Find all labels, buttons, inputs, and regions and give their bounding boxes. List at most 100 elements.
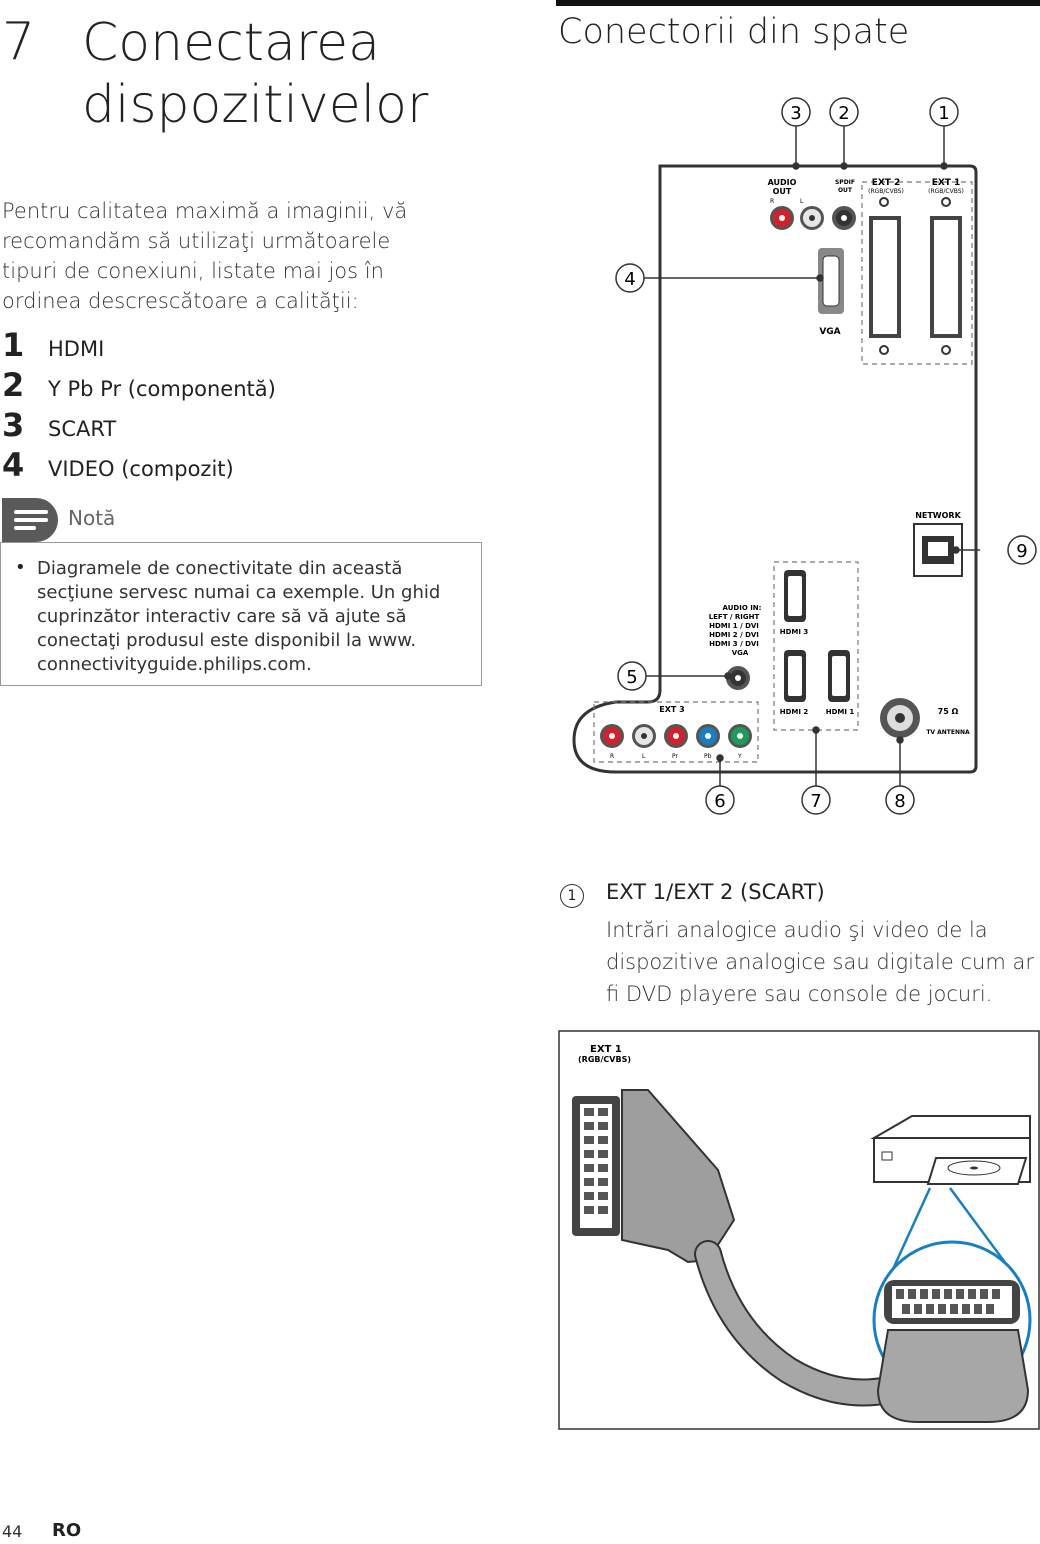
callout-6-label: 6 (714, 791, 725, 812)
item-description: Intrări analogice audio şi video de la d… (606, 918, 1034, 1006)
hdmi2-port (784, 650, 806, 702)
scart-group (861, 181, 973, 365)
item-marker: 1 (560, 884, 584, 908)
audio-in-label-1: AUDIO IN: (723, 604, 762, 612)
audio-l-label: L (800, 198, 804, 205)
callout-8-label: 8 (894, 791, 905, 812)
callout-4: 4 (615, 263, 645, 293)
hdmi1-port (828, 650, 850, 702)
rear-connectors-diagram: AUDIO OUT R L SPDIF OUT VGA EXT 2 (RGB/C… (572, 97, 1037, 815)
callout-7-label: 7 (810, 791, 821, 812)
ext3-r-label: R (610, 753, 614, 760)
note-icon (2, 498, 58, 542)
list-item: 3 SCART (2, 406, 462, 446)
chapter-number: 7 (2, 12, 37, 72)
list-label: VIDEO (compozit) (48, 457, 234, 481)
callout-3: 3 (781, 97, 811, 127)
callout-9: 9 (1007, 535, 1037, 565)
list-number: 2 (2, 366, 25, 404)
note-box: • Diagramele de conectivitate din aceast… (0, 542, 482, 686)
ext3-pr-jack (664, 724, 688, 748)
note-label: Notă (68, 506, 116, 530)
dvd-player (870, 1115, 1031, 1185)
callout-5: 5 (617, 661, 647, 691)
spdif-jack (832, 206, 856, 230)
hdmi3-port (784, 570, 806, 622)
hdmi1-label: HDMI 1 (826, 708, 855, 716)
tv-scart-socket (572, 1096, 620, 1236)
audio-in-jack (726, 666, 750, 690)
callout-1: 1 (929, 97, 959, 127)
antenna-port (880, 698, 920, 738)
ext3-l-jack (632, 724, 656, 748)
network-label: NETWORK (915, 511, 961, 520)
component-group (593, 701, 759, 763)
scart-connection-illustration: EXT 1 (RGB/CVBS) (558, 1030, 1040, 1430)
hdmi2-label: HDMI 2 (780, 708, 809, 716)
ext2-label: EXT 2 (872, 178, 901, 188)
callout-2-label: 2 (838, 103, 849, 124)
list-item: 2 Y Pb Pr (componentă) (2, 366, 462, 406)
list-number: 3 (2, 406, 25, 444)
ext1-scart-port (930, 197, 962, 355)
ext3-y-label: Y (737, 753, 742, 760)
vga-port (818, 248, 844, 314)
callout-2: 2 (829, 97, 859, 127)
note-header: Notă (2, 498, 482, 542)
intro-paragraph: Pentru calitatea maximă a imaginii, vă r… (2, 199, 408, 313)
audio-in-label-5: HDMI 3 / DVI (709, 640, 759, 648)
section-title: Conectorii din spate (558, 12, 910, 52)
callout-4-label: 4 (624, 269, 635, 290)
ext3-pb-jack (696, 724, 720, 748)
ext1-label: EXT 1 (932, 178, 961, 188)
callout-5-label: 5 (626, 667, 637, 688)
audio-in-label-2: LEFT / RIGHT (709, 613, 760, 621)
ext3-r-jack (600, 724, 624, 748)
ext3-y-jack (728, 724, 752, 748)
audio-r-label: R (770, 198, 774, 205)
ext2-scart-port (869, 197, 901, 355)
callout-9-label: 9 (1016, 541, 1027, 562)
callout-leaders (644, 126, 980, 786)
callout-7: 7 (801, 785, 831, 815)
ext2-sub-label: (RGB/CVBS) (868, 188, 904, 195)
audio-out-label-2: OUT (773, 187, 792, 196)
ext1-sub-label: (RGB/CVBS) (928, 188, 964, 195)
page-number: 44 (2, 1522, 23, 1541)
list-item: 4 VIDEO (compozit) (2, 446, 462, 486)
note-text: Diagramele de conectivitate din această … (37, 558, 441, 675)
chapter-title: Conectarea dispozitivelor (82, 13, 429, 135)
spdif-label: SPDIF (835, 179, 855, 186)
list-item: 1 HDMI (2, 326, 462, 366)
list-number: 4 (2, 446, 25, 484)
antenna-label: TV ANTENNA (926, 729, 970, 736)
list-label: HDMI (48, 337, 105, 361)
illustration-ext1-label: EXT 1 (590, 1044, 622, 1055)
callout-1-label: 1 (938, 103, 949, 124)
language-code: RO (52, 1520, 82, 1541)
audio-in-label-4: HDMI 2 / DVI (709, 631, 759, 639)
list-label: SCART (48, 417, 117, 441)
ext3-pr-label: Pr (672, 753, 679, 760)
callout-3-label: 3 (790, 103, 801, 124)
hdmi3-label: HDMI 3 (780, 628, 809, 636)
item-title: EXT 1/EXT 2 (SCART) (606, 880, 825, 904)
audio-out-label: AUDIO (768, 178, 797, 187)
ext3-l-label: L (642, 753, 646, 760)
vga-label: VGA (819, 327, 840, 337)
audio-out-r-jack (770, 206, 794, 230)
callout-8: 8 (885, 785, 915, 815)
audio-out-l-jack (800, 206, 824, 230)
spdif-out-label: OUT (838, 187, 853, 194)
ext3-label: EXT 3 (659, 705, 684, 714)
ext3-pb-label: Pb (704, 753, 712, 760)
quality-list: 1 HDMI 2 Y Pb Pr (componentă) 3 SCART 4 VIDE… (2, 326, 462, 486)
note-bullet: • (15, 557, 26, 578)
list-number: 1 (2, 326, 25, 364)
audio-in-label-3: HDMI 1 / DVI (709, 622, 759, 630)
illustration-ext1-sub: (RGB/CVBS) (578, 1055, 631, 1064)
audio-in-label-6: VGA (732, 649, 749, 657)
list-label: Y Pb Pr (componentă) (48, 377, 276, 401)
antenna-ohm-label: 75 Ω (938, 707, 959, 716)
cable (696, 1242, 900, 1405)
